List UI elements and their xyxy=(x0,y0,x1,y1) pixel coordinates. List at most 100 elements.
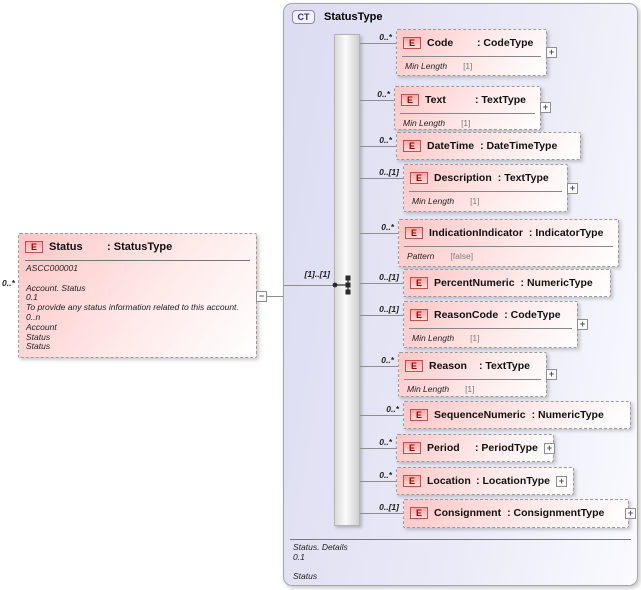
element-badge-icon: E xyxy=(401,94,419,106)
expand-icon[interactable]: + xyxy=(567,183,578,194)
facet-name: Min Length xyxy=(412,196,455,206)
divider xyxy=(400,113,535,114)
element-badge-icon: E xyxy=(405,227,423,239)
expand-icon[interactable]: + xyxy=(577,319,588,330)
element-header: E Status : StatusType xyxy=(19,234,256,260)
colon: : xyxy=(480,140,484,152)
divider xyxy=(409,191,562,192)
annotation-line: Status xyxy=(293,571,318,582)
element-type: IndicatorType xyxy=(535,227,604,239)
sequence-icon[interactable] xyxy=(330,274,358,296)
cardinality-label: 0..* xyxy=(381,355,394,365)
expand-icon[interactable]: + xyxy=(543,442,555,454)
element-annotation: ASCC000001 Account. Status 0.1 To provid… xyxy=(19,261,256,352)
colon: : xyxy=(520,277,525,289)
facet-value: [1] xyxy=(470,196,480,206)
cardinality-label: 0..* xyxy=(386,404,399,414)
collapse-icon[interactable]: − xyxy=(256,291,267,302)
element-box-reason[interactable]: E Reason : TextType Min Length [1] xyxy=(398,352,547,397)
element-name: Description xyxy=(434,172,492,184)
divider xyxy=(290,539,631,540)
connector-line xyxy=(360,513,403,514)
element-header: E IndicationIndicator : IndicatorType xyxy=(399,220,618,246)
connector-line xyxy=(360,415,403,416)
sequence-spine xyxy=(334,34,360,526)
facet-value: [false] xyxy=(450,251,474,261)
facet-name: Min Length xyxy=(407,384,450,394)
element-box-sequencenumeric[interactable]: E SequenceNumeric : NumericType xyxy=(403,401,631,429)
facet-name: Min Length xyxy=(405,61,448,71)
annotation-line: 0.1 xyxy=(293,551,305,562)
cardinality-label: 0..* xyxy=(379,135,392,145)
element-name: Consignment xyxy=(434,507,502,519)
colon: : xyxy=(477,37,481,49)
divider xyxy=(404,379,541,380)
complex-type-header: CT StatusType xyxy=(292,10,382,24)
facet-value: [1] xyxy=(463,61,473,71)
expand-icon[interactable]: + xyxy=(540,102,551,113)
cardinality-label: 0..* xyxy=(377,89,390,99)
connector-line xyxy=(360,283,403,284)
colon: : xyxy=(107,241,111,253)
annotation-line: Status. Details xyxy=(293,542,348,552)
facet-value: [1] xyxy=(465,384,475,394)
cardinality-label: 0..* xyxy=(379,437,392,447)
facet-name: Min Length xyxy=(412,333,455,343)
element-header: E Code : CodeType xyxy=(397,30,546,56)
element-name: Code xyxy=(427,37,454,49)
complex-type-badge-icon: CT xyxy=(292,10,315,24)
element-type: DateTimeType xyxy=(486,140,558,152)
element-name: Text xyxy=(425,94,446,106)
source-cardinality-label: 0..* xyxy=(2,278,15,288)
element-badge-icon: E xyxy=(403,37,421,49)
element-box-percentnumeric[interactable]: E PercentNumeric : NumericType xyxy=(403,269,611,297)
element-box-description[interactable]: E Description : TextType Min Length [1] xyxy=(403,164,568,212)
expand-icon[interactable]: + xyxy=(546,369,557,380)
element-type: TextType xyxy=(481,94,526,106)
facet-row: Min Length [1] xyxy=(404,329,577,343)
element-name: IndicationIndicator xyxy=(429,227,523,239)
element-box-text[interactable]: E Text : TextType Min Length [1] xyxy=(394,86,541,130)
annotation-line: ASCC000001 xyxy=(26,263,78,273)
element-box-datetime[interactable]: E DateTime : DateTimeType xyxy=(396,132,581,160)
compositor-cardinality-label: [1]..[1] xyxy=(304,269,331,279)
element-name: DateTime xyxy=(427,140,475,152)
colon: : xyxy=(507,507,511,519)
expand-icon[interactable]: + xyxy=(556,475,567,487)
connector-line xyxy=(360,233,398,234)
element-type: ConsignmentType xyxy=(513,507,605,519)
annotation-line: Status xyxy=(26,341,51,352)
colon: : xyxy=(476,475,480,487)
expand-icon[interactable]: + xyxy=(625,508,636,519)
element-badge-icon: E xyxy=(410,172,428,184)
element-header: E PercentNumeric : NumericType xyxy=(404,270,610,296)
facet-row: Min Length [1] xyxy=(395,114,540,128)
cardinality-label: 0..[1] xyxy=(379,167,399,177)
element-badge-icon: E xyxy=(403,442,421,454)
element-header: E ReasonCode : CodeType xyxy=(404,302,577,328)
element-box-code[interactable]: E Code : CodeType Min Length [1] xyxy=(396,29,547,76)
element-badge-icon: E xyxy=(410,409,428,421)
annotation-line: 0..n xyxy=(26,311,41,322)
element-box-period[interactable]: E Period : PeriodType + xyxy=(396,434,555,462)
element-box-consignment[interactable]: E Consignment : ConsignmentType xyxy=(403,499,629,528)
facet-row: Min Length [1] xyxy=(404,192,567,206)
colon: : xyxy=(475,94,479,106)
facet-value: [1] xyxy=(470,333,480,343)
complex-type-title: StatusType xyxy=(324,11,383,23)
element-box-reasoncode[interactable]: E ReasonCode : CodeType Min Length [1] xyxy=(403,301,578,348)
element-badge-icon: E xyxy=(25,241,43,253)
divider xyxy=(402,56,541,57)
annotation-line: Account. Status xyxy=(26,282,86,293)
element-name: Location xyxy=(427,475,471,487)
element-badge-icon: E xyxy=(403,475,421,487)
element-type: CodeType xyxy=(483,37,534,49)
element-box-indicationindicator[interactable]: E IndicationIndicator : IndicatorType Pa… xyxy=(398,219,619,267)
element-box-status[interactable]: E Status : StatusType ASCC000001 Account… xyxy=(18,233,257,358)
element-header: E SequenceNumeric : NumericType xyxy=(404,402,630,428)
element-badge-icon: E xyxy=(410,309,428,321)
element-box-location[interactable]: E Location : LocationType + xyxy=(396,467,574,495)
complex-type-annotation: Status. Details 0.1 Status xyxy=(293,542,348,582)
connector-line xyxy=(284,285,336,286)
expand-icon[interactable]: + xyxy=(546,47,557,58)
